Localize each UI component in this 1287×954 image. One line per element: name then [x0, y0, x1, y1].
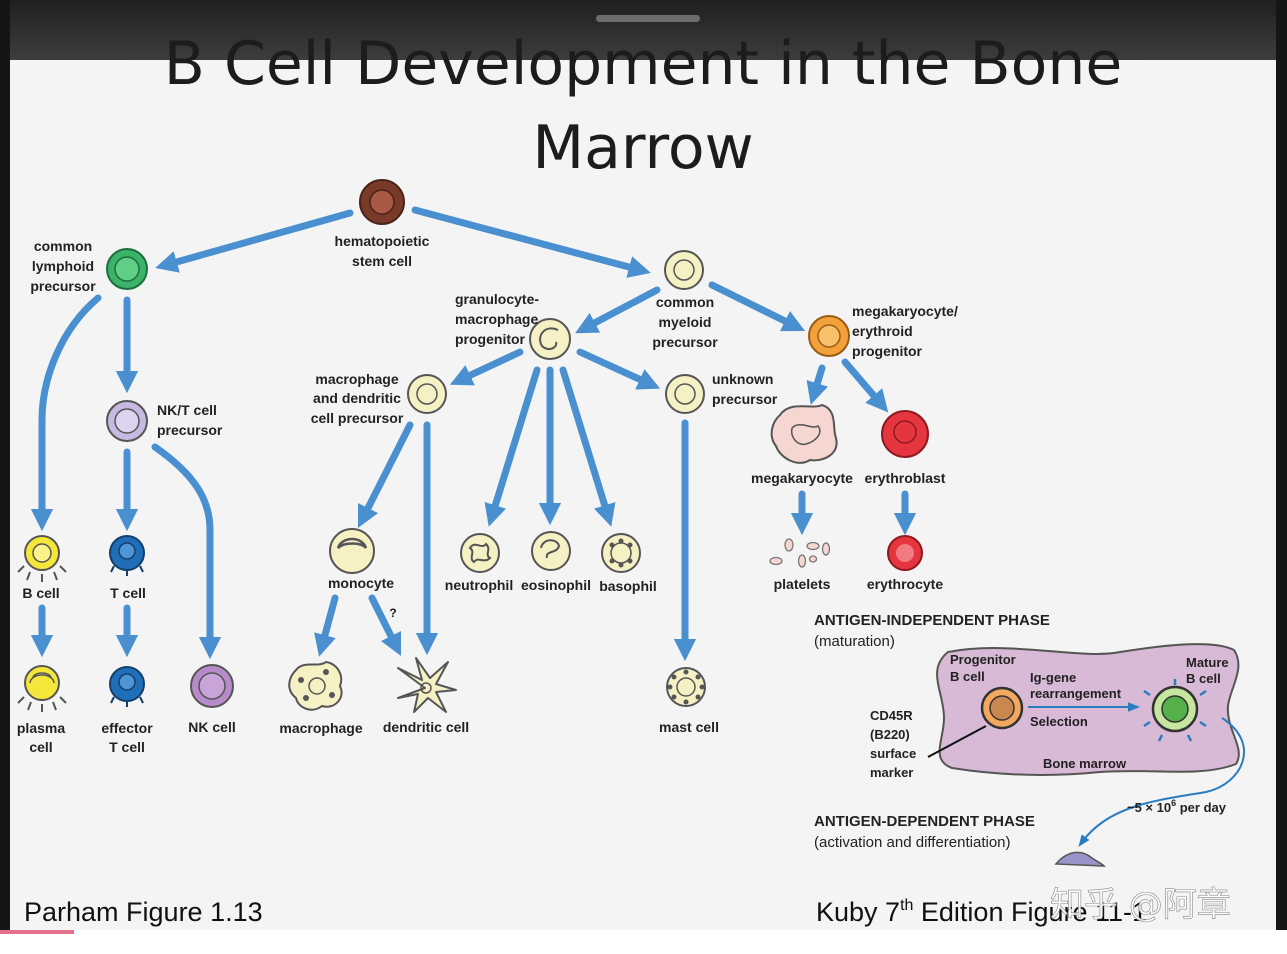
label-bcell: B cell	[22, 585, 59, 601]
window-top-bar	[0, 0, 1287, 60]
cell-mast	[666, 667, 706, 707]
cell-gmp	[529, 318, 571, 360]
title-line-1: B Cell Development in the Bone	[163, 29, 1123, 99]
label-macrophage: macrophage	[279, 720, 362, 736]
cell-hsc	[359, 179, 405, 225]
cell-nk	[190, 664, 234, 708]
label-megakaryocyte: megakaryocyte	[751, 470, 853, 486]
cell-tcell	[109, 535, 145, 576]
window-drag-handle[interactable]	[596, 15, 700, 22]
arrow-gmp-to-basophil	[559, 366, 616, 527]
arrow-monocyte-to-macrophage	[314, 594, 339, 657]
cell-nkt	[106, 400, 148, 442]
cell-dendritic	[397, 657, 457, 713]
arrow-gmp-to-neutrophil	[484, 366, 541, 527]
label-nkcell: NK cell	[188, 719, 235, 735]
cell-neutrophil	[460, 533, 500, 573]
cell-plasma	[17, 665, 67, 712]
mature-bcell-icon	[1143, 679, 1207, 742]
caption-parham: Parham Figure 1.13	[24, 897, 263, 927]
cell-mep	[808, 315, 850, 357]
bone-marrow-shape	[936, 643, 1240, 776]
label-mastcell: mast cell	[659, 719, 719, 735]
arrow-nkt-to-nkcell	[151, 443, 222, 660]
cell-platelets	[769, 538, 831, 568]
cell-cmp	[664, 250, 704, 290]
bottom-strip	[0, 930, 1287, 954]
arrow-hsc-to-cmp	[411, 206, 651, 278]
slide-background	[10, 60, 1276, 930]
cell-megakaryocyte	[770, 403, 838, 464]
phase1-label: ANTIGEN-INDEPENDENT PHASE (maturation)	[814, 612, 1054, 650]
arrow-gmp-to-mdp	[449, 348, 524, 386]
title-line-2: Marrow	[532, 113, 754, 183]
cell-unknown	[665, 374, 705, 414]
lymph-node-shape	[1054, 851, 1106, 867]
label-neutrophil: neutrophil	[445, 577, 513, 593]
cell-mdp	[407, 374, 447, 414]
cell-bcell	[17, 535, 67, 582]
arrow-cmp-to-gmp	[575, 286, 661, 334]
right-frame	[1276, 0, 1287, 930]
cell-erythroblast	[881, 410, 929, 458]
arrow-monocyte-to-dendritic	[368, 594, 402, 657]
arrow-gmp-to-unknown	[576, 348, 661, 390]
label-tcell: T cell	[110, 585, 146, 601]
cell-macrophage	[288, 660, 343, 711]
label-question: ?	[389, 606, 396, 620]
rate-label: ~5 × 106 per day	[1127, 798, 1227, 815]
watermark: 知乎 @阿章	[1050, 885, 1231, 925]
label-dendritic: dendritic cell	[383, 719, 469, 735]
progenitor-bcell-icon	[980, 686, 1024, 730]
selection-label: Selection	[1030, 714, 1088, 729]
kuby-inset: ANTIGEN-INDEPENDENT PHASE (maturation) P…	[814, 612, 1245, 867]
arrow-mep-to-erythroblast	[841, 358, 889, 413]
label-platelets: platelets	[774, 576, 831, 592]
cell-monocyte	[329, 528, 375, 574]
arrow-clp-to-bcell	[30, 294, 102, 532]
arrow-cmp-to-mep	[708, 281, 806, 332]
label-erythrocyte: erythrocyte	[867, 576, 943, 592]
cell-basophil	[601, 533, 641, 573]
caption-kuby: Kuby 7th Edition Figure 11-1	[816, 897, 1147, 927]
lineage-arrows	[30, 206, 917, 662]
cell-clp	[106, 248, 148, 290]
slide-title: B Cell Development in the Bone Marrow	[10, 22, 1276, 190]
arrow-mdp-to-monocyte	[357, 421, 414, 528]
label-eosinophil: eosinophil	[521, 577, 591, 593]
cell-effector-tcell	[109, 666, 145, 707]
phase2-label: ANTIGEN-DEPENDENT PHASE (activation and …	[814, 813, 1039, 851]
cell-eosinophil	[531, 531, 571, 571]
exit-arrow	[1078, 717, 1245, 847]
marker-pointer	[927, 725, 987, 758]
label-erythroblast: erythroblast	[865, 470, 946, 486]
label-basophil: basophil	[599, 578, 657, 594]
arrow-hsc-to-clp	[155, 209, 354, 273]
progress-indicator	[0, 930, 74, 934]
cell-erythrocyte	[887, 535, 923, 571]
left-frame	[0, 0, 10, 930]
bone-marrow-label: Bone marrow	[1043, 756, 1127, 771]
label-monocyte: monocyte	[328, 575, 394, 591]
arrow-mep-to-megakaryocyte	[806, 364, 828, 405]
